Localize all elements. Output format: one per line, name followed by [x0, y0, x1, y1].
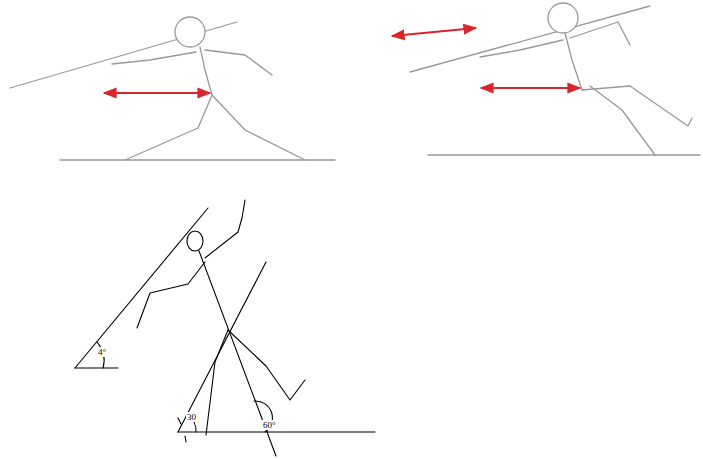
red-arrow	[104, 92, 210, 94]
angle-label: 30	[186, 412, 197, 422]
stick-figure-2	[410, 3, 700, 155]
red-arrow	[392, 28, 476, 36]
red-arrow	[481, 87, 580, 89]
stick-figure-3	[75, 200, 375, 456]
angle-label: 4°	[97, 347, 107, 357]
stick-figure-1	[10, 17, 335, 160]
angle-label: 60°	[262, 420, 277, 430]
